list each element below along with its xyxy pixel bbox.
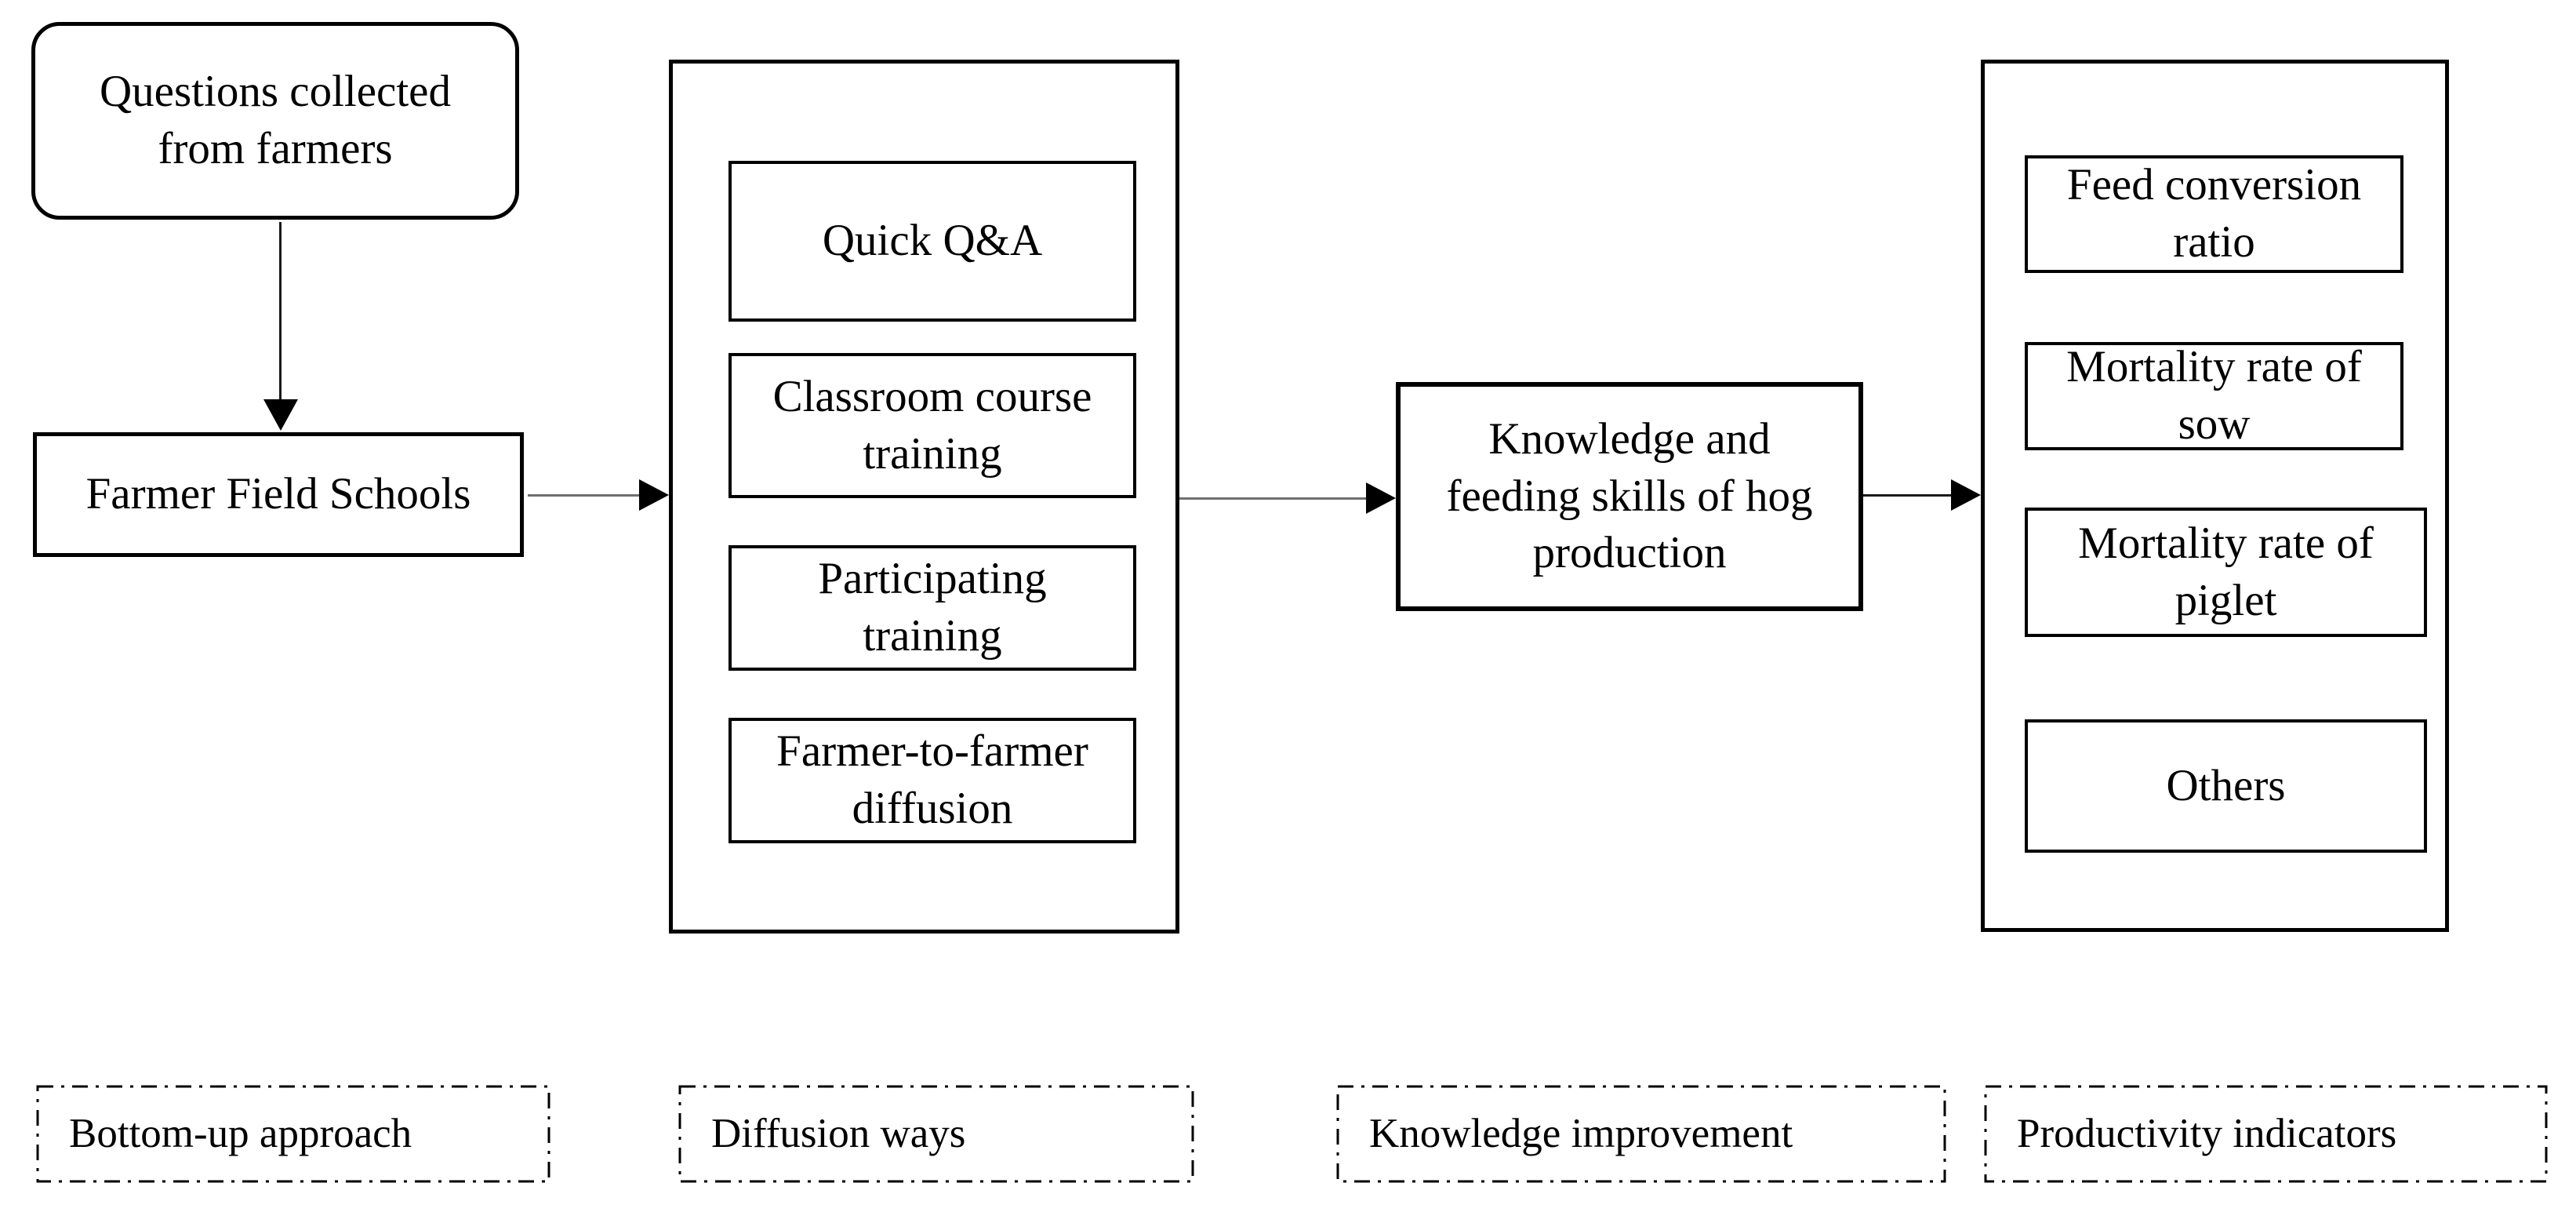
arrow-ffs-to-diffusion-line: [528, 494, 641, 497]
category-label: Productivity indicators: [2017, 1110, 2397, 1156]
node-ffs-label: Farmer Field Schools: [85, 469, 471, 519]
arrow-knowledge-to-indicators-line: [1863, 494, 1953, 497]
dash-dot-border: [678, 1085, 1194, 1183]
node-participating-training: Participating training: [728, 545, 1136, 671]
node-farmer-field-schools: Farmer Field Schools: [33, 432, 524, 557]
node-questions-label: Questions collected from farmers: [100, 67, 451, 173]
node-mortality-rate-piglet: Mortality rate of piglet: [2025, 508, 2427, 637]
node-quick-qa-label: Quick Q&A: [822, 216, 1043, 266]
arrow-right-icon: [639, 479, 669, 511]
node-others-label: Others: [2166, 760, 2286, 810]
node-classroom-label: Classroom course training: [772, 371, 1092, 479]
node-participating-label: Participating training: [818, 554, 1047, 661]
category-label: Knowledge improvement: [1369, 1110, 1793, 1156]
category-diffusion-ways: Diffusion ways: [678, 1085, 1194, 1183]
category-label: Diffusion ways: [711, 1110, 966, 1156]
node-mortality-sow-label: Mortality rate of sow: [2066, 342, 2362, 449]
node-quick-qa: Quick Q&A: [728, 161, 1136, 322]
node-feed-conversion-label: Feed conversion ratio: [2066, 160, 2362, 267]
category-label: Bottom-up approach: [69, 1110, 412, 1156]
arrow-diffusion-to-knowledge-line: [1179, 497, 1368, 500]
node-mortality-rate-sow: Mortality rate of sow: [2025, 342, 2403, 450]
node-questions-collected: Questions collected from farmers: [31, 22, 519, 220]
node-mortality-piglet-label: Mortality rate of piglet: [2078, 518, 2374, 625]
category-bottom-up-approach: Bottom-up approach: [36, 1085, 550, 1183]
node-others: Others: [2025, 719, 2427, 853]
category-knowledge-improvement: Knowledge improvement: [1336, 1085, 1946, 1183]
node-knowledge-feeding-skills: Knowledge and feeding skills of hog prod…: [1396, 382, 1863, 611]
node-farmer-to-farmer-diffusion: Farmer-to-farmer diffusion: [728, 718, 1136, 843]
category-productivity-indicators: Productivity indicators: [1984, 1085, 2548, 1183]
dash-dot-border: [1984, 1085, 2548, 1183]
arrow-questions-to-ffs-line: [279, 222, 282, 401]
arrow-down-icon: [263, 399, 298, 431]
arrow-right-icon: [1366, 482, 1396, 514]
dash-dot-border: [36, 1085, 550, 1183]
node-feed-conversion-ratio: Feed conversion ratio: [2025, 155, 2403, 273]
arrow-right-icon: [1951, 479, 1981, 511]
node-knowledge-label: Knowledge and feeding skills of hog prod…: [1446, 413, 1813, 578]
node-farmer-to-farmer-label: Farmer-to-farmer diffusion: [776, 726, 1088, 833]
dash-dot-border: [1336, 1085, 1946, 1183]
node-classroom-course-training: Classroom course training: [728, 353, 1136, 498]
